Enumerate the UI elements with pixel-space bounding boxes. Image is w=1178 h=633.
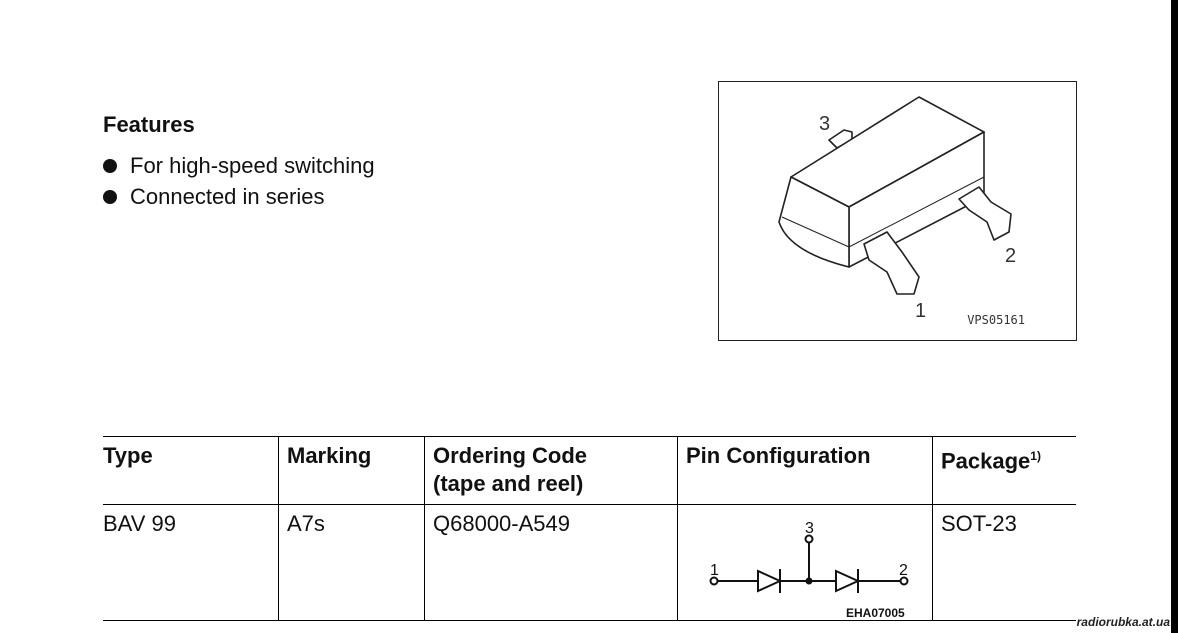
feature-item: Connected in series — [103, 181, 375, 212]
cell-type: BAV 99 — [103, 504, 279, 621]
features-heading: Features — [103, 112, 195, 137]
header-pin-configuration: Pin Configuration — [677, 436, 933, 505]
pin-label-1: 1 — [915, 300, 926, 322]
cell-marking: A7s — [278, 504, 425, 621]
header-package-label: Package — [941, 448, 1031, 474]
pin-label-3: 3 — [819, 113, 830, 135]
series-diode-schematic-icon — [709, 534, 909, 593]
feature-item: For high-speed switching — [103, 150, 375, 181]
table-row: BAV 99 A7s Q68000-A549 — [103, 504, 1076, 621]
sot23-package-icon: 3 2 1 — [778, 96, 1016, 322]
header-package: Package1) — [932, 436, 1076, 505]
package-drawing: 3 2 1 VPS05161 — [718, 81, 1077, 341]
header-type: Type — [103, 436, 279, 505]
feature-text: For high-speed switching — [130, 152, 375, 178]
feature-text: Connected in series — [130, 183, 325, 209]
pin-label-2: 2 — [899, 562, 908, 579]
spec-table: Type Marking Ordering Code (tape and ree… — [103, 436, 1076, 621]
bullet-icon — [103, 189, 117, 204]
watermark: radiorubka.at.ua — [1076, 615, 1170, 629]
header-ordering-code: Ordering Code (tape and reel) — [424, 436, 678, 505]
feature-list: For high-speed switching Connected in se… — [103, 150, 375, 212]
header-ordering-code-line1: Ordering Code — [433, 443, 588, 468]
pin-label-2: 2 — [1005, 245, 1016, 267]
figure-code: VPS05161 — [967, 313, 1025, 327]
cell-ordering-code: Q68000-A549 — [424, 504, 678, 621]
cell-pin-configuration: 1 3 2 EHA07005 — [677, 504, 933, 621]
header-package-footnote: 1) — [1030, 449, 1041, 463]
pin-label-3: 3 — [805, 520, 814, 537]
header-marking: Marking — [278, 436, 425, 505]
page-edge-rule — [1171, 0, 1178, 633]
pin-config-code: EHA07005 — [846, 606, 905, 620]
bullet-icon — [103, 158, 117, 173]
pin-label-1: 1 — [710, 562, 719, 579]
cell-package: SOT-23 — [932, 504, 1076, 621]
header-ordering-code-line2: (tape and reel) — [433, 471, 584, 496]
table-header-row: Type Marking Ordering Code (tape and ree… — [103, 436, 1076, 505]
